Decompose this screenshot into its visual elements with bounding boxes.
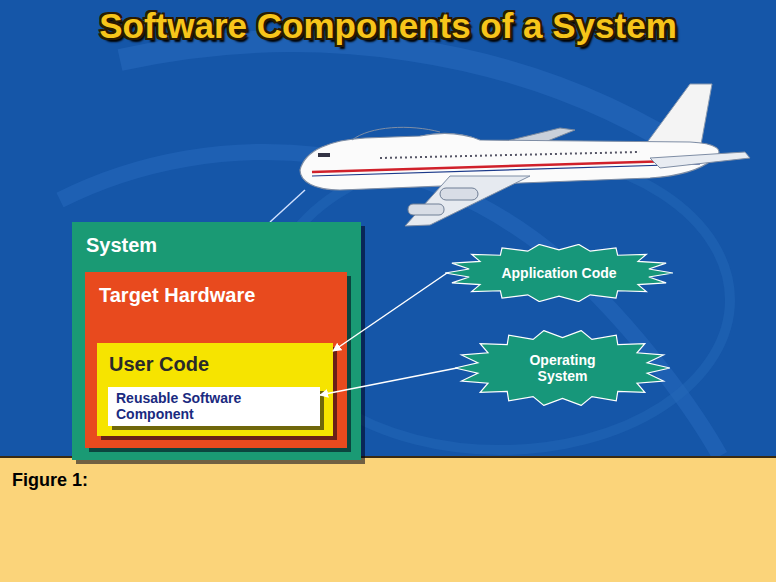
callout-text: Operating System	[523, 352, 603, 384]
starburst-callout: Application Code	[445, 244, 673, 302]
figure-caption: Figure 1:	[12, 470, 88, 491]
component-box: Reusable Software Component	[108, 387, 320, 426]
hardware-box: Target HardwareUser CodeReusable Softwar…	[85, 272, 347, 448]
caption-band	[0, 456, 776, 582]
box-label: Target Hardware	[99, 284, 333, 307]
starburst-callout: Operating System	[455, 330, 670, 406]
callout-text: Application Code	[501, 265, 616, 281]
box-label: User Code	[109, 353, 321, 376]
diagram-title: Software Components of a System	[0, 6, 776, 46]
box-label: Reusable Software Component	[116, 390, 312, 422]
user-code-box: User CodeReusable Software Component	[97, 343, 333, 436]
box-label: System	[86, 234, 347, 257]
system-box: SystemTarget HardwareUser CodeReusable S…	[72, 222, 361, 460]
